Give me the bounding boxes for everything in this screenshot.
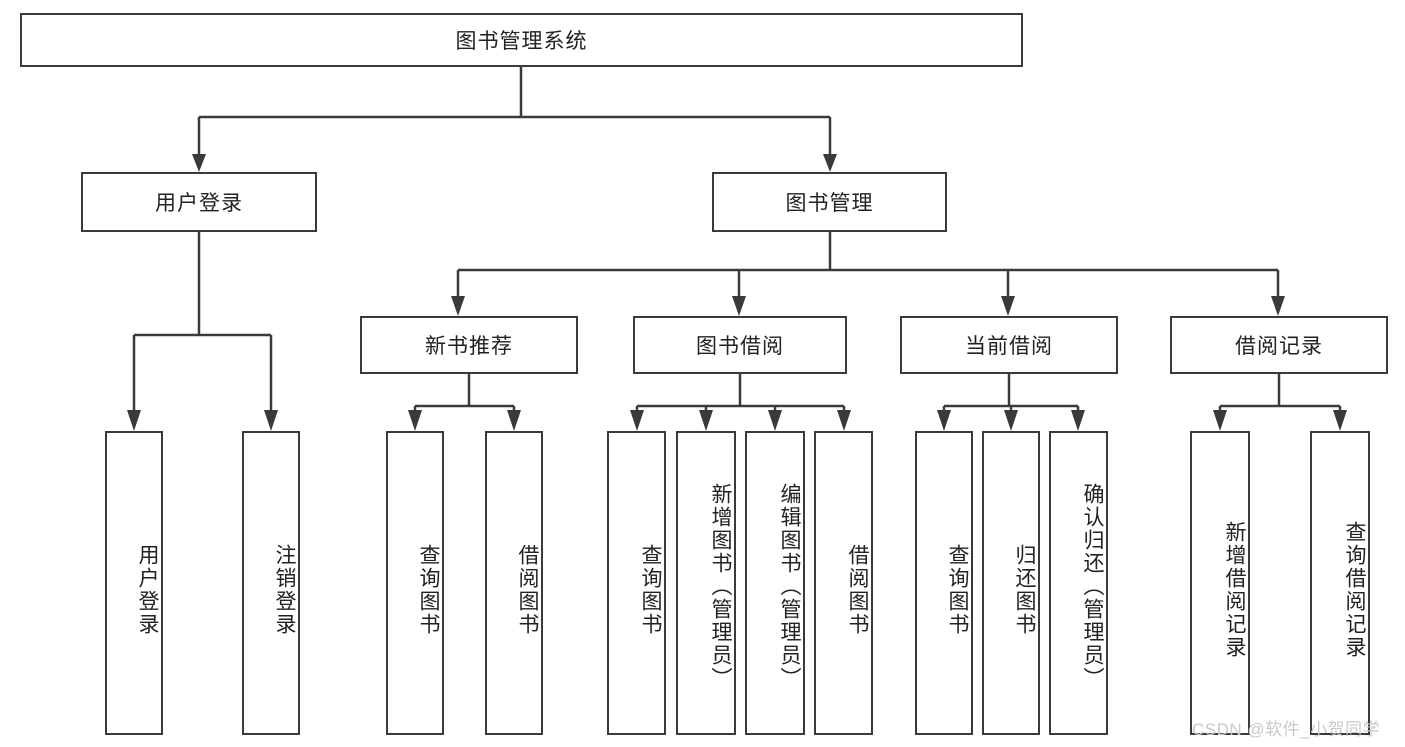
leaf-user-login[interactable]: 用户登录 [105, 431, 163, 735]
leaf-query-book-new[interactable]: 查询图书 [386, 431, 444, 735]
node-book-borrow[interactable]: 图书借阅 [633, 316, 847, 374]
leaf-confirm-return-admin[interactable]: 确认归还（管理员） [1049, 431, 1108, 735]
leaf-borrow-book-new[interactable]: 借阅图书 [485, 431, 543, 735]
csdn-watermark: CSDN @软件_小贺同学 [1192, 720, 1381, 739]
leaf-logout[interactable]: 注销登录 [242, 431, 300, 735]
leaf-return-book[interactable]: 归还图书 [982, 431, 1040, 735]
leaf-edit-book-admin[interactable]: 编辑图书（管理员） [745, 431, 805, 735]
node-book-management[interactable]: 图书管理 [712, 172, 947, 232]
leaf-query-book-borrow[interactable]: 查询图书 [607, 431, 666, 735]
node-current-borrow[interactable]: 当前借阅 [900, 316, 1118, 374]
leaf-query-borrow-record[interactable]: 查询借阅记录 [1310, 431, 1370, 735]
leaf-add-book-admin[interactable]: 新增图书（管理员） [676, 431, 736, 735]
leaf-add-borrow-record[interactable]: 新增借阅记录 [1190, 431, 1250, 735]
node-borrow-record[interactable]: 借阅记录 [1170, 316, 1388, 374]
node-user-login[interactable]: 用户登录 [81, 172, 317, 232]
leaf-borrow-book[interactable]: 借阅图书 [814, 431, 873, 735]
node-new-book-recommend[interactable]: 新书推荐 [360, 316, 578, 374]
node-root[interactable]: 图书管理系统 [20, 13, 1023, 67]
leaf-query-book-current[interactable]: 查询图书 [915, 431, 973, 735]
